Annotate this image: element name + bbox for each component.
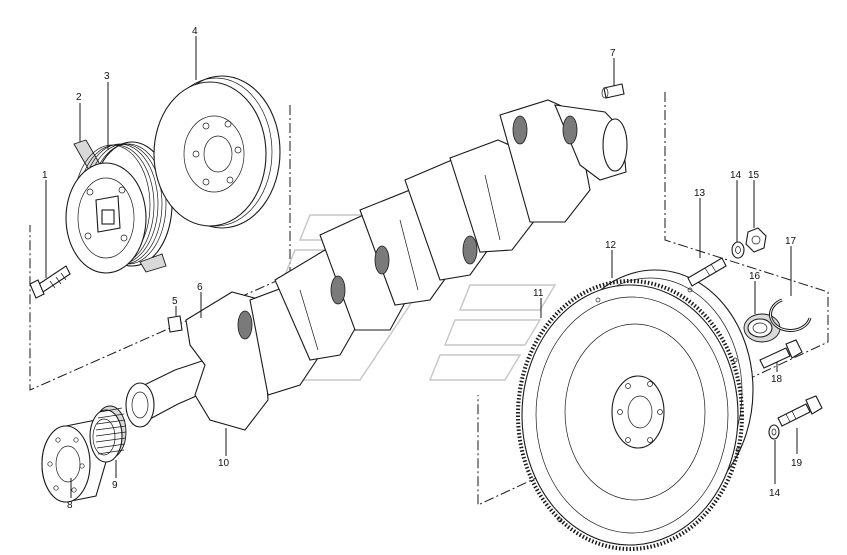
part-4-damper	[153, 75, 281, 229]
callout-10: 10	[218, 458, 230, 469]
part-11-ring-gear	[516, 279, 744, 551]
callout-1: 1	[42, 170, 48, 181]
part-18-bolt	[759, 339, 803, 369]
callout-labels: 1 2 3 4 5 6 7 8 9 10 11 12 13 14 15 17 1…	[42, 26, 803, 511]
part-14-washer-bottom	[768, 424, 780, 440]
callout-15: 15	[748, 170, 760, 181]
callout-18: 18	[771, 374, 783, 385]
part-9-gear-ring	[89, 405, 127, 463]
assembly-outline-rear	[477, 92, 829, 506]
callout-3: 3	[104, 71, 110, 82]
callout-17: 17	[785, 236, 797, 247]
assembly-outline-front	[29, 105, 291, 391]
callout-16: 16	[749, 271, 761, 282]
callout-11: 11	[533, 288, 544, 299]
part-7-pin	[601, 83, 625, 99]
part-16-seal	[743, 313, 781, 343]
callout-8: 8	[67, 500, 73, 511]
part-3-pulley	[65, 141, 173, 274]
part-1-bolt	[29, 265, 71, 299]
part-13-stud	[687, 257, 727, 287]
callout-6: 6	[197, 282, 203, 293]
callout-12: 12	[605, 240, 617, 251]
part-14-washer-top	[731, 241, 745, 259]
part-15-nut	[745, 227, 767, 253]
callout-14-top: 14	[730, 170, 742, 181]
callout-13: 13	[694, 188, 706, 199]
callout-2: 2	[76, 92, 82, 103]
callout-7: 7	[610, 48, 616, 59]
part-17-circlip	[769, 298, 812, 332]
callout-leaders	[45, 36, 798, 498]
callout-9: 9	[112, 480, 118, 491]
callout-19: 19	[791, 458, 803, 469]
part-19-bolt	[777, 395, 823, 427]
part-12-flywheel	[521, 269, 754, 546]
part-8-hub	[41, 419, 109, 503]
part-5-pin	[167, 315, 183, 333]
callout-14-bottom: 14	[769, 488, 781, 499]
callout-5: 5	[172, 296, 178, 307]
callout-4: 4	[192, 26, 198, 37]
part-10-crankshaft	[125, 99, 628, 431]
